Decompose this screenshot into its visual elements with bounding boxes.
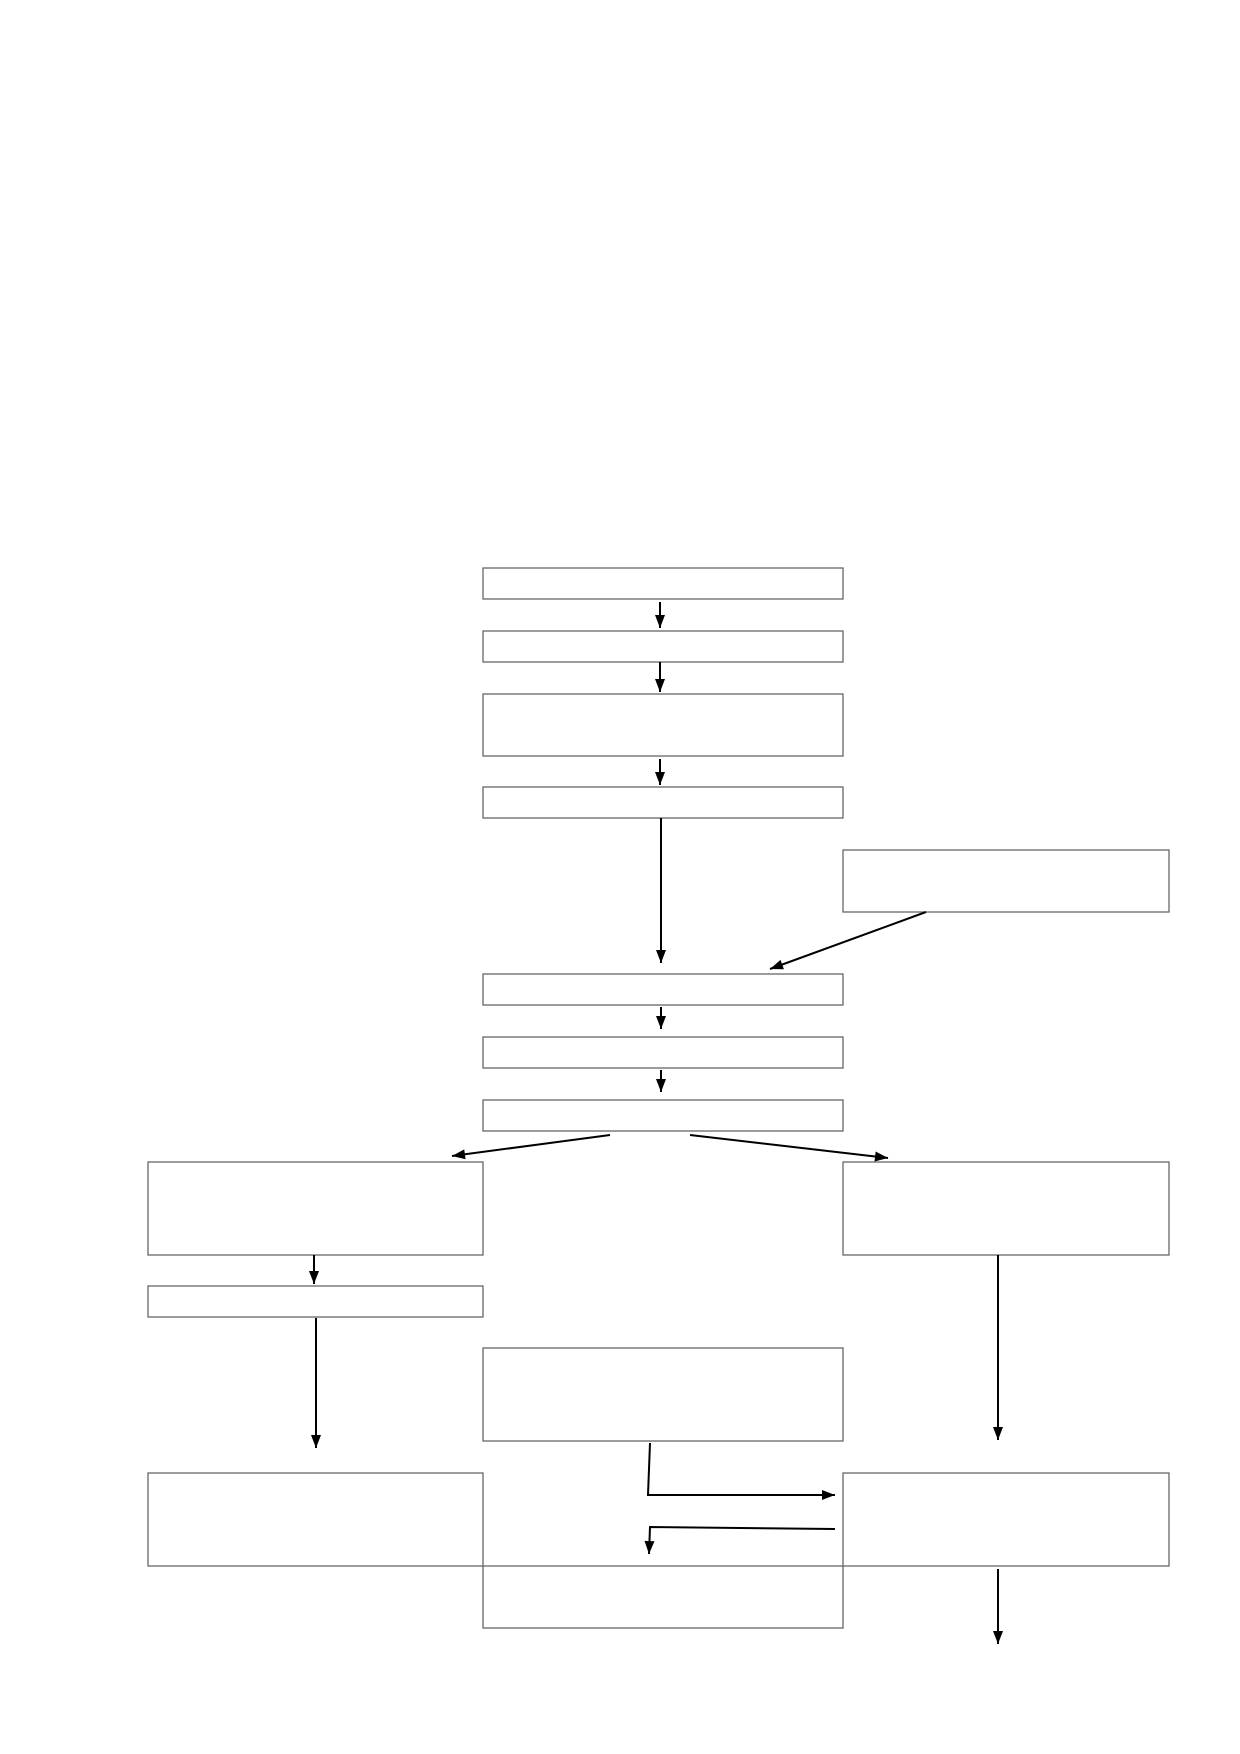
arrow-box4-to-box5-head <box>656 950 666 963</box>
arrow-side-to-box5 <box>769 911 927 970</box>
arrow-box7-to-left-branch-head <box>452 1149 466 1160</box>
flow-box-center-bottom <box>482 1565 844 1629</box>
arrow-box2-to-box3-head <box>655 679 665 692</box>
arrow-side-to-box5-head <box>770 959 784 970</box>
arrow-box1-to-box2-head <box>655 615 665 628</box>
arrow-box7-to-right-branch-head <box>874 1151 888 1162</box>
flow-box-right-branch <box>842 1161 1170 1256</box>
flow-box-left-final <box>147 1472 484 1567</box>
flow-box-right-final <box>842 1472 1170 1567</box>
flow-box-left-step <box>147 1285 484 1318</box>
flow-box-center-middle <box>482 1347 844 1442</box>
arrow-box7-to-right-branch <box>689 1134 889 1159</box>
arrow-box6-to-box7-head <box>656 1079 666 1092</box>
arrow-center-to-right-final-head <box>822 1490 835 1500</box>
flow-box-5 <box>482 973 844 1006</box>
arrow-right-final-to-center-bottom <box>648 1525 836 1555</box>
flow-box-3 <box>482 693 844 757</box>
flow-box-1 <box>482 567 844 600</box>
arrow-box3-to-box4-head <box>655 772 665 785</box>
arrow-left-branch-to-left-step-head <box>309 1271 319 1284</box>
arrow-right-final-out-head <box>993 1631 1003 1644</box>
arrow-right-branch-to-right-final-head <box>993 1427 1003 1440</box>
flow-box-side-input <box>842 849 1170 913</box>
flow-box-left-branch <box>147 1161 484 1256</box>
arrow-right-final-to-center-bottom-head <box>644 1540 655 1554</box>
arrow-center-to-right-final <box>646 1442 835 1496</box>
arrow-box5-to-box6-head <box>656 1016 666 1029</box>
flow-box-6 <box>482 1036 844 1069</box>
arrow-box7-to-left-branch <box>451 1134 611 1157</box>
flow-box-2 <box>482 630 844 663</box>
flow-box-7 <box>482 1099 844 1132</box>
flow-box-4 <box>482 786 844 819</box>
arrow-left-step-to-left-final-head <box>311 1435 321 1448</box>
